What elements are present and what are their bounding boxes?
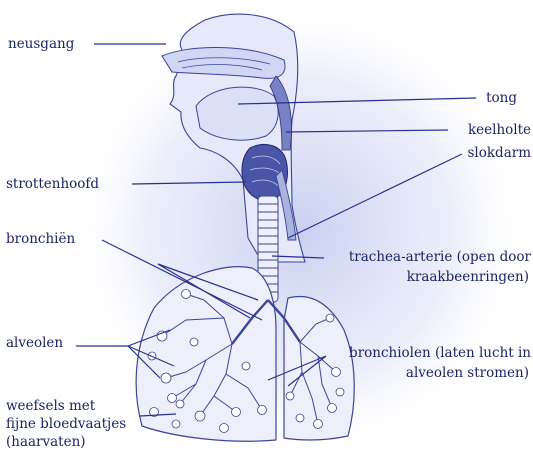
- label-keelholte: keelholte: [468, 122, 531, 139]
- label-weefsels-line-2: fijne bloedvaatjes: [6, 416, 126, 433]
- label-trachea-line-1: trachea-arterie (open door: [349, 249, 531, 266]
- label-neusgang: neusgang: [8, 36, 74, 53]
- label-bronchiolen-line-2: alveolen stromen): [406, 365, 529, 382]
- label-strottenhoofd: strottenhoofd: [6, 176, 99, 193]
- tongue: [196, 87, 278, 140]
- label-bronchiolen-line-1: bronchiolen (laten lucht in: [349, 345, 531, 362]
- label-tong: tong: [486, 90, 517, 107]
- label-alveolen: alveolen: [6, 335, 63, 352]
- label-trachea-line-2: kraakbeenringen): [407, 269, 529, 286]
- label-slokdarm: slokdarm: [468, 145, 532, 162]
- label-weefsels-line-3: (haarvaten): [6, 434, 86, 451]
- label-weefsels-line-1: weefsels met: [6, 398, 95, 415]
- label-bronchien: bronchiën: [6, 231, 75, 248]
